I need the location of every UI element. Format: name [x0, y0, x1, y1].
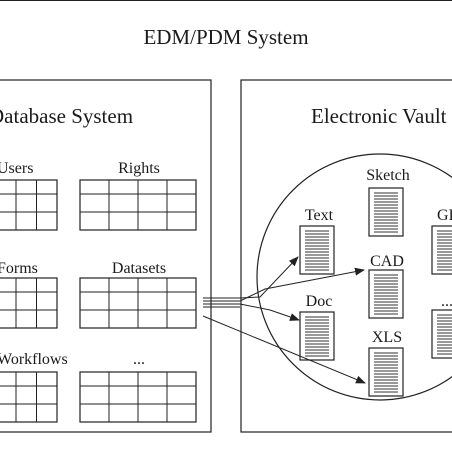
table-label-forms: Forms	[0, 260, 38, 277]
table-grid	[0, 179, 58, 231]
table-label-datasets: Datasets	[112, 260, 166, 277]
table-grid	[79, 179, 197, 231]
document-label-cad: CAD	[370, 253, 404, 270]
arrow-to-cad	[239, 267, 365, 302]
arrow-to-xls	[202, 315, 366, 384]
document-icon	[368, 269, 404, 319]
table-grid	[79, 371, 197, 423]
table-label-rights: Rights	[118, 160, 160, 177]
document-label-sketch: Sketch	[366, 167, 410, 184]
table-grid	[79, 277, 197, 329]
document-label-doc: Doc	[306, 293, 333, 310]
table-grid	[0, 371, 58, 423]
document-label-ellipsis: ...	[441, 293, 452, 310]
table-grid	[0, 277, 58, 329]
arrow-to-doc	[239, 303, 300, 321]
vault-storage-circle	[256, 153, 452, 401]
electronic-vault-box	[240, 79, 452, 433]
database-system-title: Database System	[0, 104, 133, 128]
document-icon	[431, 309, 452, 359]
dataset-links	[202, 256, 366, 384]
system-title: EDM/PDM System	[143, 25, 308, 49]
document-label-gif: GIF	[437, 207, 452, 224]
document-icon	[368, 187, 404, 237]
document-icon	[368, 347, 404, 397]
electronic-vault-title: Electronic Vault	[311, 104, 447, 128]
database-tables	[0, 179, 197, 423]
database-system-box	[0, 79, 212, 433]
table-label-users: Users	[0, 160, 33, 177]
document-label-text: Text	[305, 207, 334, 224]
document-label-xls: XLS	[372, 329, 402, 346]
table-label-ellipsis: ...	[133, 351, 145, 368]
document-icon	[299, 311, 335, 361]
vault-documents	[299, 187, 452, 397]
document-icon	[431, 225, 452, 275]
table-label-workflows: Workflows	[0, 351, 68, 368]
arrow-to-text	[239, 256, 299, 299]
document-icon	[299, 225, 335, 275]
